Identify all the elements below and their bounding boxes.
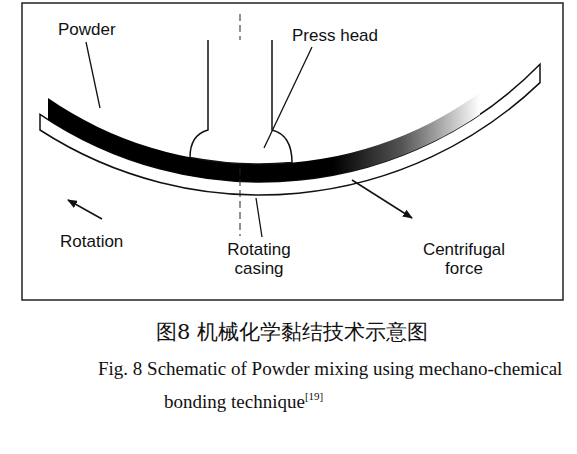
motion-label: Rotation: [60, 232, 123, 251]
rotating-casing: [40, 64, 540, 195]
leader-line: [256, 198, 262, 237]
leader-line: [86, 42, 100, 108]
figure-frame: [22, 3, 563, 300]
figure-caption: 图8 机械化学黏结技术示意图: [156, 318, 428, 346]
force-arrow: [352, 180, 412, 218]
figure-caption-block: Fig. 8 Schematic of Powder mixing using …: [98, 352, 564, 418]
part-label: Powder: [58, 20, 116, 39]
reference-number: [19]: [305, 390, 323, 402]
leader-line: [264, 47, 312, 148]
figure-caption: Fig. 8 Schematic of Powder mixing using …: [98, 358, 562, 412]
part-label: Press head: [292, 26, 378, 45]
force-label: Centrifugal force: [414, 240, 514, 278]
rotation-arrow: [68, 200, 102, 219]
part-label: Rotating casing: [216, 240, 302, 278]
press-head: [190, 40, 292, 164]
